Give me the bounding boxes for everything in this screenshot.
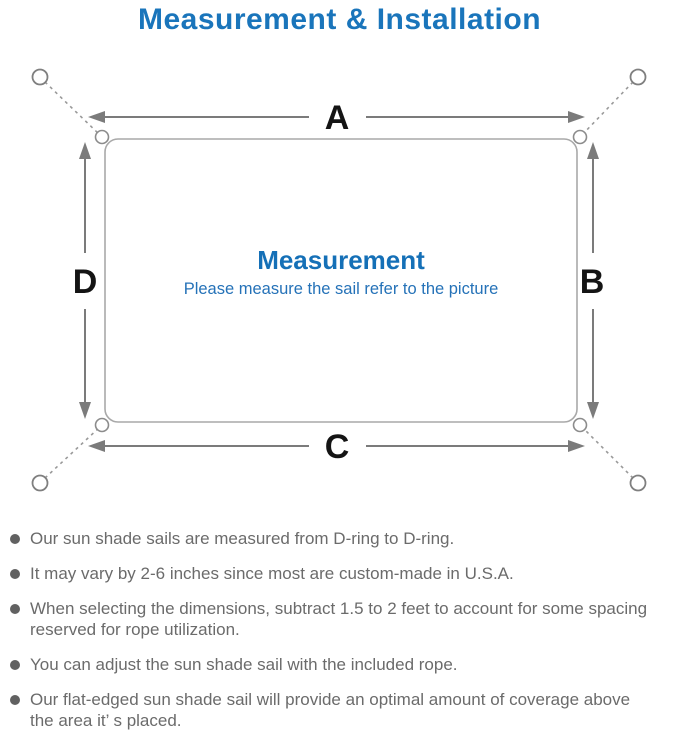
label-side-b: B — [580, 263, 605, 301]
d-ring-icon — [94, 417, 110, 433]
rope-line-bottom-left — [44, 425, 102, 479]
center-caption: Please measure the sail refer to the pic… — [184, 280, 499, 298]
note-text: Our sun shade sails are measured from D-… — [30, 529, 455, 548]
bullet-icon — [10, 604, 20, 614]
measurement-diagram: A B C D Measurement Please measure the s… — [31, 68, 647, 492]
measure-arrow-b — [587, 142, 599, 419]
anchor-ring-icon — [31, 68, 49, 86]
anchor-ring-icon — [629, 474, 647, 492]
anchor-ring-icon — [629, 68, 647, 86]
note-text: Our flat-edged sun shade sail will provi… — [30, 690, 631, 730]
rope-dashed-lines — [44, 81, 634, 479]
bullet-icon — [10, 569, 20, 579]
label-side-a: A — [325, 99, 350, 137]
note-text: You can adjust the sun shade sail with t… — [30, 655, 458, 674]
measure-arrow-d — [79, 142, 91, 419]
d-ring-icon — [94, 129, 110, 145]
note-text: It may vary by 2-6 inches since most are… — [30, 564, 514, 583]
note-text: When selecting the dimensions, subtract … — [30, 599, 648, 639]
page-title: Measurement & Installation — [137, 3, 542, 36]
rope-line-top-left — [44, 81, 102, 137]
bullet-icon — [10, 695, 20, 705]
label-side-d: D — [73, 263, 98, 301]
anchor-rings — [31, 68, 647, 492]
center-heading: Measurement — [257, 245, 425, 275]
d-ring-icon — [572, 129, 588, 145]
list-item: When selecting the dimensions, subtract … — [8, 598, 674, 640]
corner-d-rings — [94, 129, 588, 433]
d-ring-icon — [572, 417, 588, 433]
list-item: Our sun shade sails are measured from D-… — [8, 528, 674, 549]
rope-line-top-right — [580, 81, 634, 137]
list-item: Our flat-edged sun shade sail will provi… — [8, 689, 674, 731]
bullet-icon — [10, 660, 20, 670]
notes-list: Our sun shade sails are measured from D-… — [8, 528, 674, 739]
bullet-icon — [10, 534, 20, 544]
sail-outline — [104, 138, 578, 423]
list-item: It may vary by 2-6 inches since most are… — [8, 563, 674, 584]
measure-arrow-a — [88, 111, 585, 123]
measure-arrow-c — [88, 440, 585, 452]
rope-line-bottom-right — [580, 425, 634, 479]
label-side-c: C — [325, 428, 350, 466]
list-item: You can adjust the sun shade sail with t… — [8, 654, 674, 675]
anchor-ring-icon — [31, 474, 49, 492]
